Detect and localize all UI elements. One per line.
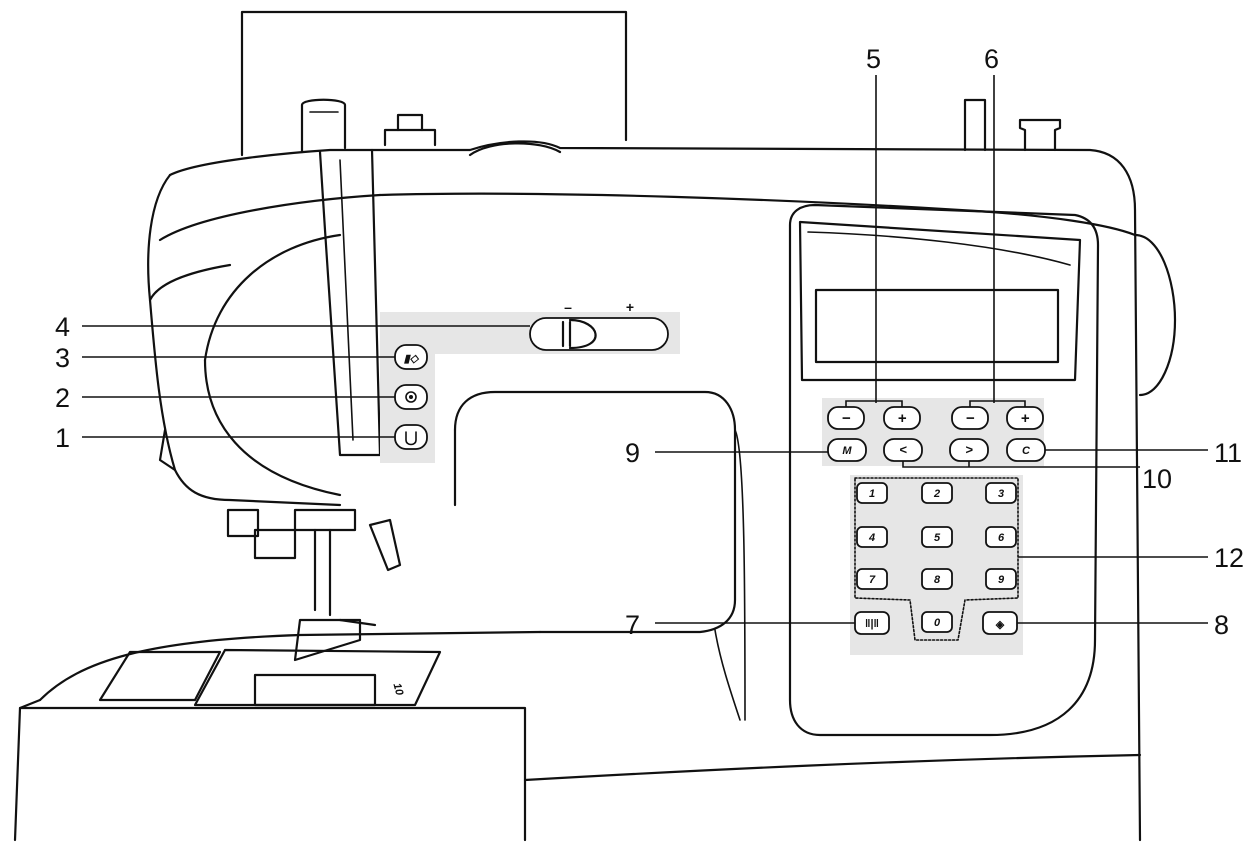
number-key-2[interactable]: 2 — [921, 482, 953, 504]
callout-4: 4 — [55, 312, 70, 342]
number-key-4[interactable]: 4 — [856, 526, 888, 548]
reverse-icon — [405, 431, 417, 446]
needle-position-icon — [405, 391, 417, 403]
length-minus-button[interactable]: − — [951, 406, 989, 430]
width-plus-button[interactable]: + — [883, 406, 921, 430]
number-key-8[interactable]: 8 — [921, 568, 953, 590]
number-key-label: 9 — [998, 574, 1005, 586]
number-key-7[interactable]: 7 — [856, 568, 888, 590]
callout-1: 1 — [55, 423, 70, 453]
presser-foot-assembly — [226, 508, 402, 662]
callout-6: 6 — [984, 44, 999, 74]
needle-plate: 10 — [98, 648, 442, 707]
length-plus-button[interactable]: + — [1006, 406, 1044, 430]
callout-7: 7 — [625, 610, 640, 640]
number-key-label: 0 — [934, 617, 941, 629]
memory-button[interactable]: M — [827, 438, 867, 462]
number-key-5[interactable]: 5 — [921, 526, 953, 548]
speed-plus-label: + — [626, 299, 634, 315]
svg-text:M: M — [842, 445, 852, 457]
number-key-6[interactable]: 6 — [985, 526, 1017, 548]
cursor-right-button[interactable]: > — [949, 438, 989, 462]
svg-text:C: C — [1022, 445, 1031, 457]
number-key-1[interactable]: 1 — [856, 482, 888, 504]
width-minus-button[interactable]: − — [827, 406, 865, 430]
callout-2: 2 — [55, 383, 70, 413]
speed-control-slider[interactable]: – + — [529, 299, 669, 351]
twin-needle-button[interactable]: ‖|‖ — [854, 611, 890, 635]
callout-10: 10 — [1142, 464, 1172, 494]
control-panel — [788, 203, 1100, 737]
svg-text:>: > — [965, 442, 973, 457]
svg-text:−: − — [842, 410, 851, 427]
auto-lock-button[interactable]: ◈ — [982, 611, 1018, 635]
auto-lock-icon: ◈ — [995, 619, 1005, 631]
number-key-label: 2 — [933, 488, 940, 500]
number-key-label: 1 — [869, 488, 875, 500]
leader-lines — [82, 75, 1208, 624]
number-key-label: 7 — [869, 574, 876, 586]
needle-up-down-button[interactable] — [394, 384, 428, 410]
callout-9: 9 — [625, 438, 640, 468]
start-stop-icon: ▮◇ — [404, 353, 420, 365]
clear-button[interactable]: C — [1006, 438, 1046, 462]
number-key-0[interactable]: 0 — [921, 611, 953, 633]
number-key-label: 3 — [998, 488, 1004, 500]
reverse-button[interactable] — [394, 424, 428, 450]
number-key-label: 4 — [868, 532, 875, 544]
svg-text:+: + — [1021, 410, 1030, 427]
callout-12: 12 — [1214, 543, 1244, 573]
svg-text:−: − — [966, 410, 975, 427]
cursor-left-button[interactable]: < — [883, 438, 923, 462]
svg-text:<: < — [899, 442, 907, 457]
svg-text:+: + — [898, 410, 907, 427]
machine-body — [13, 10, 1177, 842]
twin-needle-icon: ‖|‖ — [865, 618, 879, 630]
number-key-3[interactable]: 3 — [985, 482, 1017, 504]
callout-3: 3 — [55, 343, 70, 373]
callout-labels: 1 2 3 4 5 6 7 8 9 10 11 12 — [55, 44, 1244, 640]
start-stop-button[interactable]: ▮◇ — [394, 344, 428, 370]
lcd-screen — [814, 288, 1060, 364]
number-key-9[interactable]: 9 — [985, 568, 1017, 590]
number-keys: 1 2 3 4 5 6 7 8 9 0 — [856, 482, 1017, 633]
callout-8: 8 — [1214, 610, 1229, 640]
speed-minus-label: – — [564, 299, 572, 315]
plate-marks: 10 — [391, 682, 406, 698]
keypad-dashed-outline — [854, 477, 1019, 641]
number-key-label: 6 — [998, 532, 1005, 544]
number-key-label: 5 — [934, 532, 941, 544]
callout-5: 5 — [866, 44, 881, 74]
callout-11: 11 — [1214, 438, 1242, 468]
number-key-label: 8 — [934, 574, 941, 586]
